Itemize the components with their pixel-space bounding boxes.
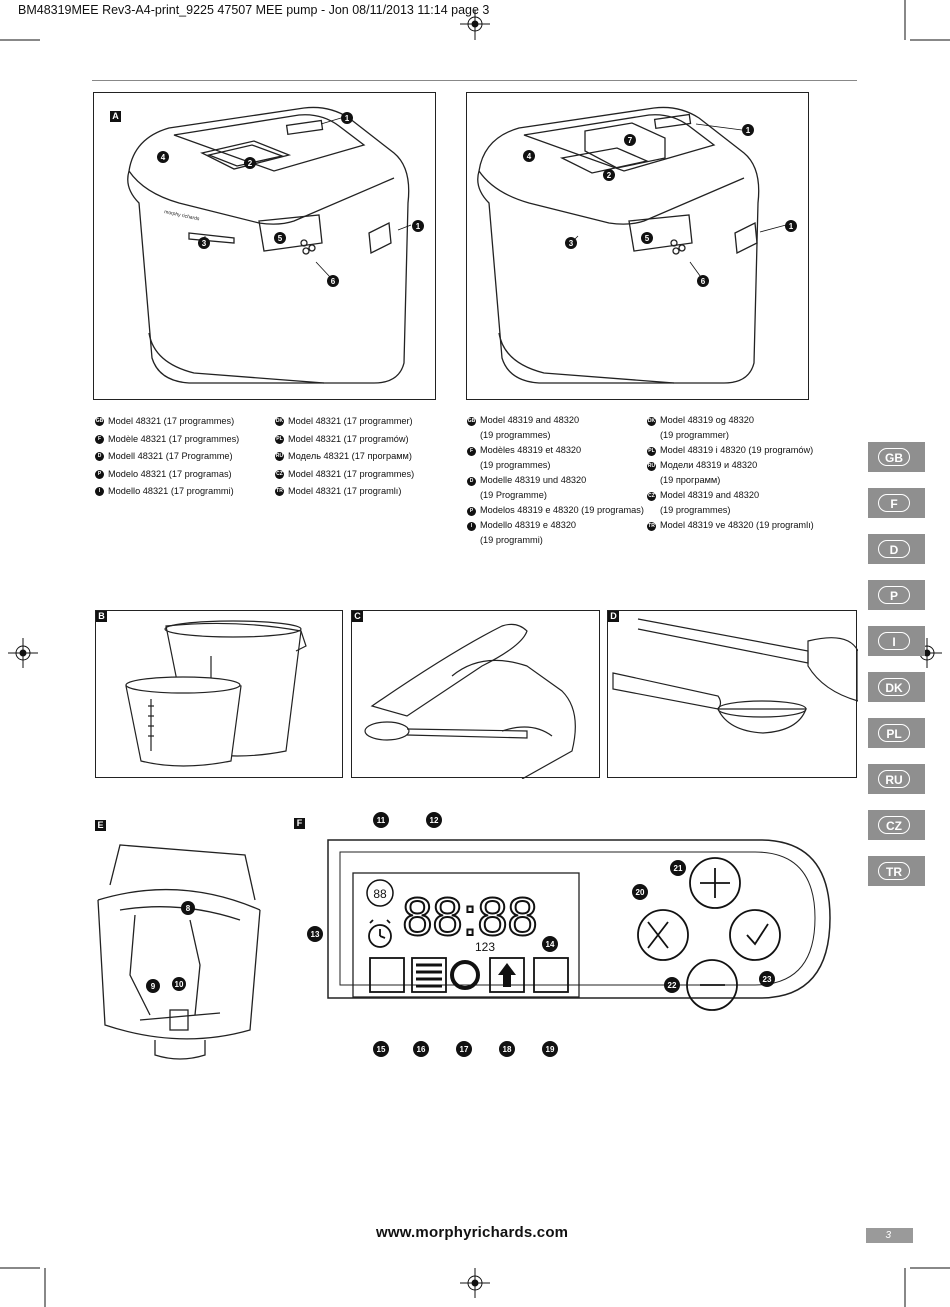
- svg-text:9: 9: [151, 982, 156, 991]
- figure-label-e: E: [95, 820, 106, 831]
- website-url[interactable]: www.morphyrichards.com: [376, 1224, 569, 1241]
- measuring-spoons-illustration: [612, 618, 859, 734]
- cycle-icon: [450, 960, 480, 990]
- measuring-cups-illustration: [125, 620, 307, 767]
- rise-icon: [489, 957, 525, 993]
- top-rule: [92, 80, 857, 81]
- figure-label: D: [608, 611, 619, 622]
- figure-label: A: [110, 111, 121, 122]
- crust-icons: [369, 957, 569, 993]
- crop-mark-icon: [8, 638, 38, 668]
- svg-text:23: 23: [763, 975, 772, 984]
- crust-level-icon: [411, 957, 447, 993]
- control-panel-illustration: 88 88:88 123 11 12 13 14 15 16 17 18 19 …: [307, 812, 831, 1057]
- stop-icon: [637, 909, 689, 961]
- display-digits: 88:88: [402, 887, 537, 947]
- svg-text:22: 22: [668, 981, 677, 990]
- svg-text:19: 19: [546, 1045, 555, 1054]
- alarm-clock-icon: [368, 919, 392, 948]
- svg-text:12: 12: [430, 816, 439, 825]
- figure-d-panel: D: [607, 610, 859, 778]
- crop-mark-icon: [460, 1268, 490, 1298]
- minus-icon: [686, 959, 738, 1011]
- figure-c-panel: C: [351, 610, 600, 780]
- bread-pan-illustration: 8 9 10: [97, 844, 261, 1060]
- svg-text:17: 17: [460, 1045, 469, 1054]
- svg-text:16: 16: [417, 1045, 426, 1054]
- language-tab-dk[interactable]: DK: [868, 672, 925, 702]
- display-small-digits: 88: [373, 887, 387, 901]
- language-tab-tr[interactable]: TR: [868, 856, 925, 886]
- print-header: BM48319MEE Rev3-A4-print_9225 47507 MEE …: [18, 3, 490, 17]
- plus-icon: [689, 857, 741, 909]
- language-tab-p[interactable]: P: [868, 580, 925, 610]
- levelling-spoon-illustration: [364, 623, 576, 780]
- bread-maker-illustration: morphy richards: [127, 106, 410, 384]
- svg-text:10: 10: [175, 980, 184, 989]
- svg-text:21: 21: [674, 864, 683, 873]
- buttons: [637, 857, 781, 1011]
- figure-label-f: F: [294, 818, 305, 829]
- bread-icon: [369, 957, 405, 993]
- bake-icon: [533, 957, 569, 993]
- language-tab-f[interactable]: F: [868, 488, 925, 518]
- svg-text:13: 13: [311, 930, 320, 939]
- figure-b-panel: B: [95, 610, 343, 778]
- svg-text:11: 11: [377, 816, 386, 825]
- lcd-display: 88 88:88 123: [366, 879, 539, 954]
- svg-text:14: 14: [546, 940, 555, 949]
- language-tab-gb[interactable]: GB: [868, 442, 925, 472]
- bread-maker-dispenser-illustration: [477, 106, 760, 384]
- svg-text:15: 15: [377, 1045, 386, 1054]
- start-icon: [729, 909, 781, 961]
- figure-a2-panel: [466, 92, 809, 400]
- language-tab-ru[interactable]: RU: [868, 764, 925, 794]
- svg-text:20: 20: [636, 888, 645, 897]
- language-tab-i[interactable]: I: [868, 626, 925, 656]
- page-number: 3: [866, 1228, 913, 1243]
- display-123: 123: [475, 940, 495, 954]
- language-tab-cz[interactable]: CZ: [868, 810, 925, 840]
- brand-label: morphy richards: [164, 209, 201, 222]
- language-tab-pl[interactable]: PL: [868, 718, 925, 748]
- figure-label: B: [96, 611, 107, 622]
- svg-text:18: 18: [503, 1045, 512, 1054]
- figure-label: C: [352, 611, 363, 622]
- svg-text:8: 8: [186, 904, 191, 913]
- figure-a-panel: A morphy richards: [93, 92, 436, 400]
- language-tab-d[interactable]: D: [868, 534, 925, 564]
